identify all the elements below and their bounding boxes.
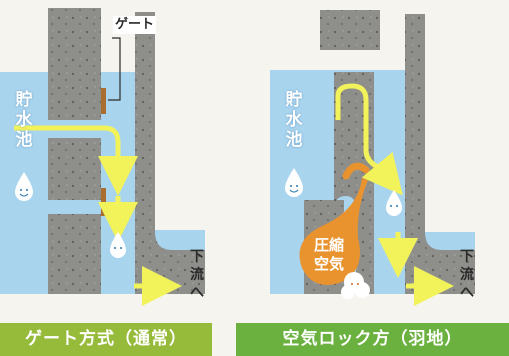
caption-gate-method: ゲート方式（通常）	[0, 323, 212, 356]
lower-dam-block	[48, 214, 101, 294]
flow-arrow-upper	[14, 125, 138, 196]
middle-dam-block	[48, 138, 101, 200]
droplet-character-flowing	[110, 232, 126, 258]
droplet-character	[285, 168, 303, 197]
droplet-character	[15, 172, 33, 201]
caption-air-lock-method: 空気ロック方（羽地）	[236, 323, 509, 356]
gate-pointer	[108, 37, 121, 101]
gate-method-diagram: 貯水池 ゲート 下流へ	[0, 0, 240, 356]
compressed-air-balloon	[299, 178, 368, 285]
gate-label: ゲート	[113, 16, 157, 34]
gate-method-illustration	[0, 8, 205, 306]
upper-dam-block	[48, 8, 101, 120]
reservoir-label: 貯水池	[285, 90, 303, 150]
droplet-character-flowing	[386, 190, 402, 216]
compressed-air-label-bottom: 空気	[313, 255, 344, 273]
air-lock-method-diagram: 貯水池 圧縮 空気 下流へ	[262, 0, 502, 356]
downstream-label: 下流へ	[190, 249, 204, 301]
reservoir-label: 貯水池	[15, 90, 33, 150]
upper-gate	[101, 88, 106, 114]
top-dam-block	[320, 10, 380, 50]
flow-arrow-siphon	[335, 83, 403, 196]
downstream-label: 下流へ	[460, 249, 474, 301]
lower-gate	[101, 188, 106, 216]
air-lock-illustration	[270, 10, 475, 306]
compressed-air-label-top: 圧縮	[313, 236, 344, 254]
